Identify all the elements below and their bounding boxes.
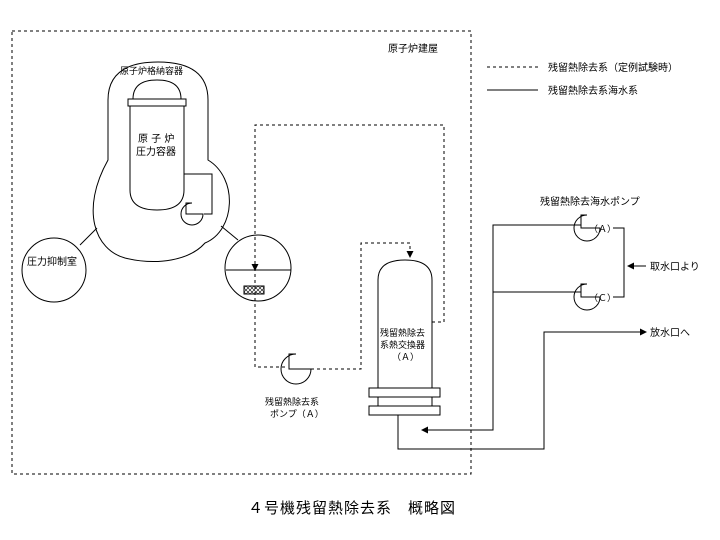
suppression-leg-right <box>220 225 239 241</box>
rhr-discharge-line <box>311 242 414 370</box>
rhr-heat-exchanger-a <box>377 259 433 389</box>
rpv-head <box>132 79 182 100</box>
rhr-suction-line <box>254 268 286 368</box>
rhr-pump-label-line2: ポンプ（Ａ） <box>270 409 324 420</box>
rhr-return-line <box>251 124 445 323</box>
seawater-discharge-header <box>421 224 581 434</box>
heat-exchanger-label-line3: （Ａ） <box>392 352 419 363</box>
rhr-pump-label-line1: 残留熱除去系 <box>265 396 319 408</box>
heat-exchanger-flange-lower <box>368 405 441 416</box>
reactor-pressure-vessel <box>129 105 185 211</box>
discharge-label: 放水口へ <box>650 326 690 339</box>
recirculation-piping <box>184 173 213 215</box>
heat-exchanger-label-line2: 系熱交換器 <box>380 339 425 351</box>
heat-exchanger-flange-upper <box>368 387 441 398</box>
rhr-pump-a <box>280 353 312 385</box>
suppression-chamber-label: 圧力抑制室 <box>27 255 77 268</box>
strainer <box>243 285 265 295</box>
reactor-building-boundary <box>11 30 472 475</box>
legend-solid-label: 残留熱除去系海水系 <box>548 84 638 97</box>
heat-exchanger-label-line1: 残留熱除去 <box>380 327 425 339</box>
intake-label: 取水口より <box>650 261 700 273</box>
seawater-outlet-line <box>397 328 647 450</box>
seawater-intake-header <box>613 227 625 298</box>
legend-dashed-label: 残留熱除去系（定例試験時） <box>548 61 678 74</box>
reactor-building-label: 原子炉建屋 <box>388 42 438 55</box>
containment-vessel-label: 原子炉格納容器 <box>120 65 183 77</box>
suppression-leg-left <box>79 227 98 246</box>
seawater-pump-c <box>573 283 601 311</box>
rpv-label-line2: 圧力容器 <box>136 145 176 158</box>
rpv-flange <box>127 98 187 107</box>
seawater-pump-a <box>573 214 601 242</box>
seawater-pump-c-label: （Ｃ） <box>589 293 616 304</box>
suppression-chamber-left <box>21 237 87 303</box>
seawater-pumps-title: 残留熱除去海水ポンプ <box>540 195 640 208</box>
seawater-pump-a-label: （Ａ） <box>589 224 616 235</box>
diagram-title: ４号機残留熱除去系 概略図 <box>248 499 456 517</box>
rpv-label-line1: 原 子 炉 <box>138 133 174 145</box>
recirculation-pump <box>180 202 204 226</box>
heat-exchanger-channel <box>377 396 433 407</box>
